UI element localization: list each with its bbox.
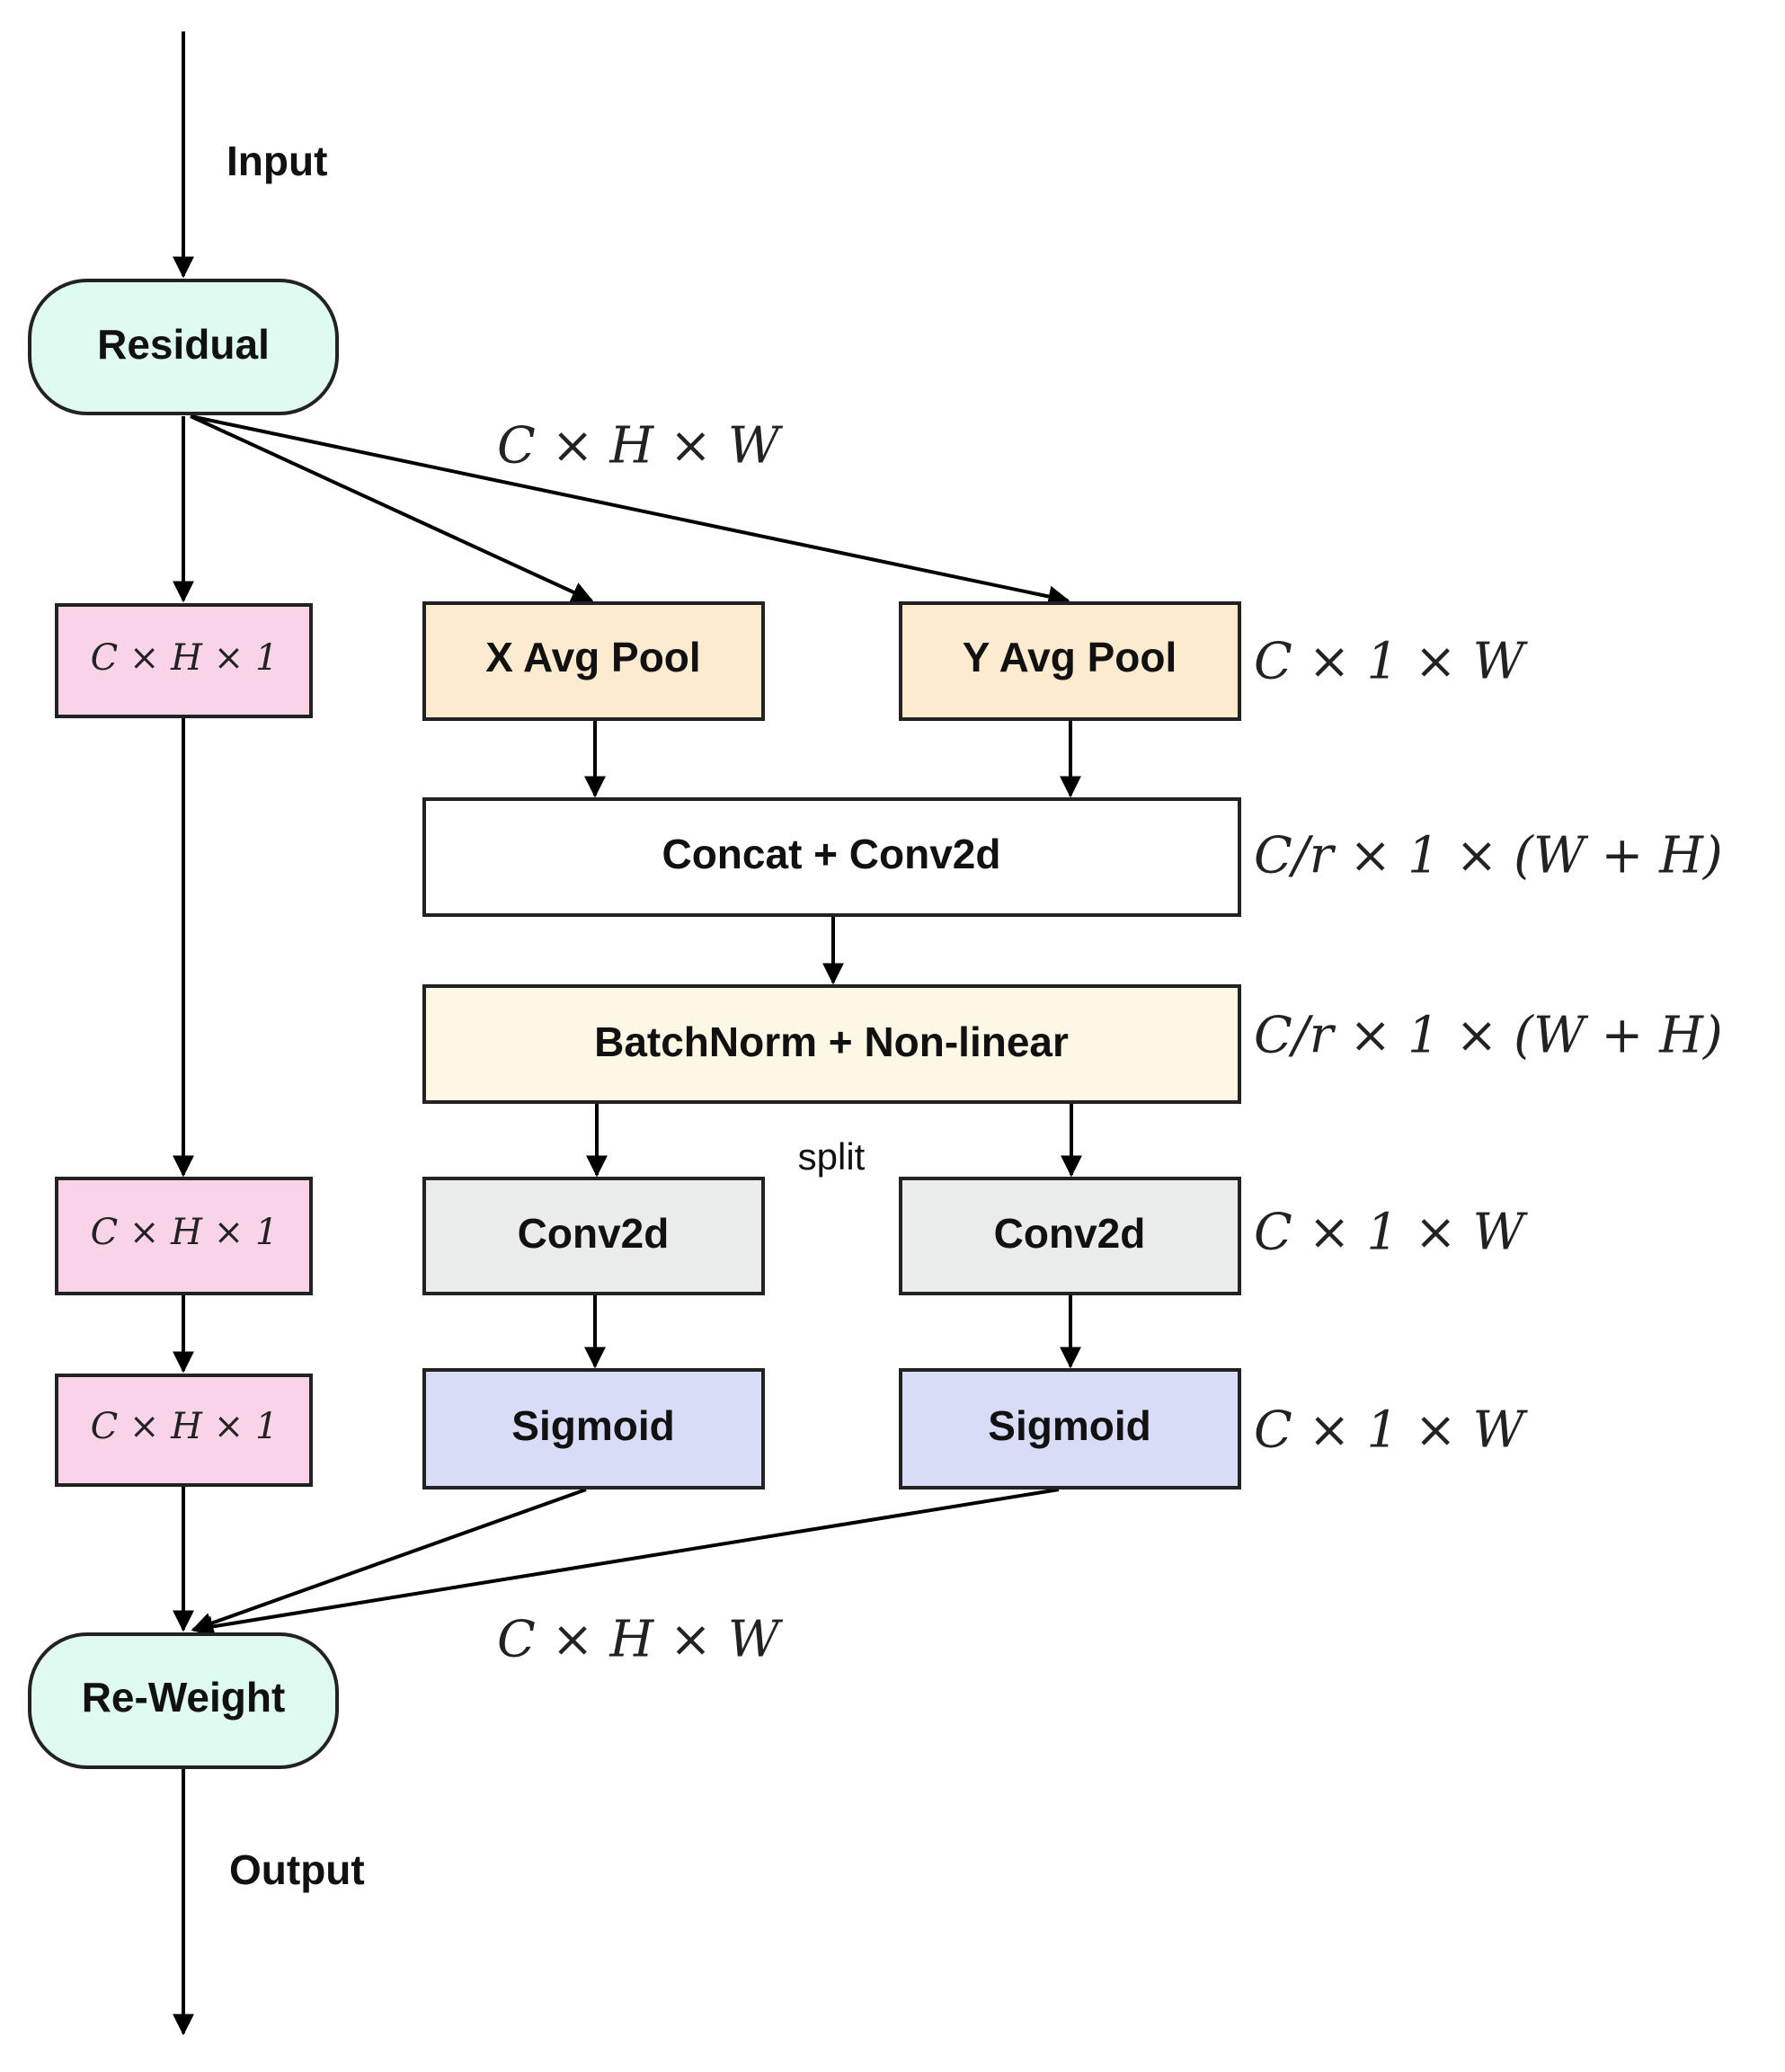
side-box-2-rect: [55, 1177, 313, 1295]
conv-left-rect: [422, 1177, 765, 1295]
side-box-2: C × H × 1: [55, 1177, 313, 1295]
batchnorm-rect: [422, 984, 1241, 1104]
concat-conv-rect: [422, 797, 1241, 917]
dim-bottom-label: C × H × W: [497, 1611, 784, 1669]
side-box-3-rect: [55, 1374, 313, 1487]
sigmoid-left-to-reweight-arrow: [191, 1488, 587, 1634]
residual-node: Residual: [28, 279, 339, 415]
reweight-box: [28, 1632, 339, 1769]
dim-sigmoid-label: C × 1 × W: [1254, 1401, 1529, 1460]
conv-left-label: Conv2d: [518, 1210, 670, 1257]
conv-left: Conv2d: [422, 1177, 765, 1295]
side-box-3: C × H × 1: [55, 1374, 313, 1487]
dim-top-label: C × H × W: [497, 417, 784, 476]
sigmoid-right-rect: [899, 1368, 1241, 1490]
sigmoid-left: Sigmoid: [422, 1368, 765, 1490]
output-label: Output: [229, 1846, 365, 1893]
dim-conv-label: C × 1 × W: [1254, 1204, 1529, 1262]
x-avg-pool-label: X Avg Pool: [485, 634, 700, 680]
side-box-1-rect: [55, 603, 313, 718]
sigmoid-left-rect: [422, 1368, 765, 1490]
dim-pool-label: C × 1 × W: [1254, 633, 1529, 691]
x-avg-pool-rect: [422, 601, 765, 721]
x-avg-pool: X Avg Pool: [422, 601, 765, 721]
side-box-2-label: C × H × 1: [91, 1212, 279, 1253]
dim-batchnorm-label: C/r × 1 × (W + H): [1254, 1007, 1723, 1065]
batchnorm: BatchNorm + Non-linear: [422, 984, 1241, 1104]
concat-conv: Concat + Conv2d: [422, 797, 1241, 917]
side-box-3-label: C × H × 1: [91, 1406, 279, 1447]
y-avg-pool: Y Avg Pool: [899, 601, 1241, 721]
y-avg-pool-rect: [899, 601, 1241, 721]
residual-label: Residual: [97, 321, 270, 368]
sigmoid-right-label: Sigmoid: [988, 1402, 1150, 1449]
sigmoid-left-label: Sigmoid: [511, 1402, 674, 1449]
split-label: split: [798, 1135, 866, 1178]
residual-to-x-pool-arrow: [190, 414, 594, 602]
side-box-1-label: C × H × 1: [91, 637, 279, 679]
conv-right-label: Conv2d: [994, 1210, 1146, 1257]
dim-concat-label: C/r × 1 × (W + H): [1254, 827, 1723, 885]
conv-right: Conv2d: [899, 1177, 1241, 1295]
edges: [173, 31, 1082, 2036]
reweight-label: Re-Weight: [82, 1674, 286, 1721]
residual-to-y-pool-arrow: [190, 414, 1070, 608]
y-avg-pool-label: Y Avg Pool: [963, 634, 1177, 680]
side-box-1: C × H × 1: [55, 603, 313, 718]
reweight-node: Re-Weight: [28, 1632, 339, 1769]
input-label: Input: [226, 138, 327, 184]
sigmoid-right-to-reweight-arrow: [191, 1488, 1060, 1638]
concat-conv-label: Concat + Conv2d: [662, 831, 1000, 877]
batchnorm-label: BatchNorm + Non-linear: [594, 1018, 1069, 1065]
residual-box: [28, 279, 339, 415]
conv-right-rect: [899, 1177, 1241, 1295]
sigmoid-right: Sigmoid: [899, 1368, 1241, 1490]
